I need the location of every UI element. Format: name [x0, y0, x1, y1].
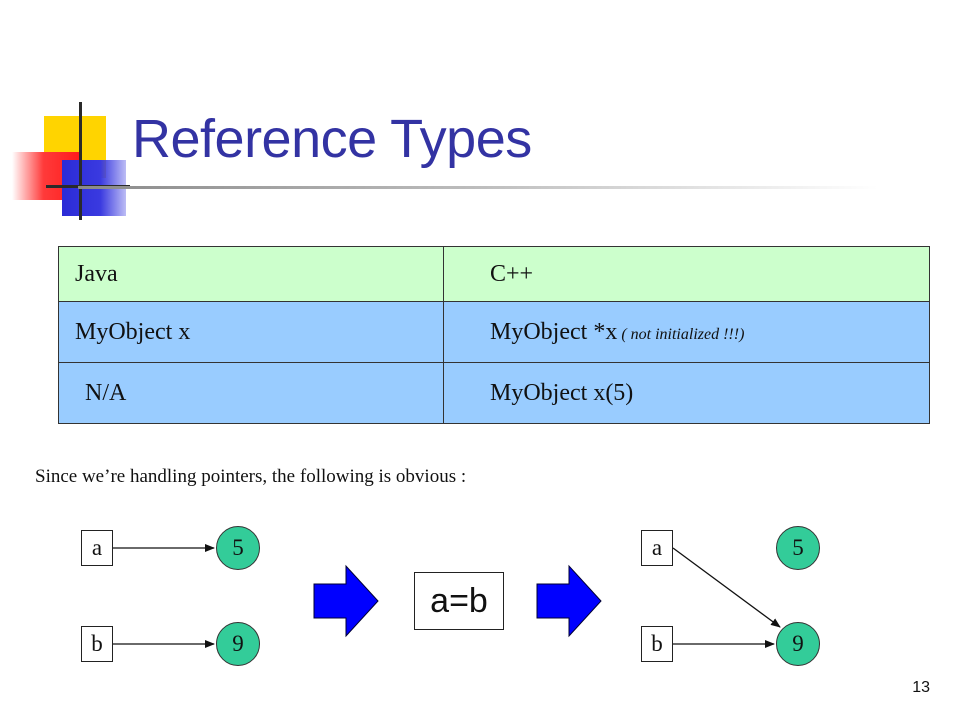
- pointer-arrow-a-after: [672, 547, 781, 628]
- variable-b-after: b: [641, 626, 673, 662]
- table-row: N/A MyObject x(5): [58, 362, 930, 424]
- page-number: 13: [912, 679, 930, 696]
- logo-vertical-line: [79, 102, 82, 220]
- cell-note: ( not initialized !!!): [621, 325, 745, 343]
- table-cell-cpp: C++: [443, 246, 930, 302]
- cell-text: Java: [75, 260, 118, 287]
- value-node-9-before: 9: [216, 622, 260, 666]
- assignment-label: a=b: [414, 572, 504, 630]
- value-node-5-before: 5: [216, 526, 260, 570]
- variable-a-before: a: [81, 530, 113, 566]
- cell-text: N/A: [85, 379, 127, 406]
- table-cell-cpp: MyObject *x( not initialized !!!): [443, 301, 930, 363]
- cell-text: C++: [490, 260, 534, 287]
- variable-a-after: a: [641, 530, 673, 566]
- variable-b-before: b: [81, 626, 113, 662]
- transition-arrow-left: [313, 564, 379, 638]
- comparison-table: Java C++ MyObject x MyObject *x( not ini…: [58, 246, 930, 424]
- table-row: MyObject x MyObject *x( not initialized …: [58, 301, 930, 363]
- cell-text: MyObject x: [75, 318, 191, 345]
- table-row: Java C++: [58, 246, 930, 302]
- slide-logo: [0, 0, 140, 230]
- slide-title: Reference Types: [132, 109, 532, 169]
- diagram-caption: Since we’re handling pointers, the follo…: [35, 466, 467, 487]
- table-cell-java: N/A: [58, 362, 444, 424]
- value-node-5-after: 5: [776, 526, 820, 570]
- table-cell-java: MyObject x: [58, 301, 444, 363]
- transition-arrow-right: [536, 564, 602, 638]
- value-node-9-after: 9: [776, 622, 820, 666]
- cell-text: MyObject *x: [490, 318, 618, 345]
- cell-text: MyObject x(5): [490, 379, 634, 406]
- title-underline: [78, 186, 878, 189]
- table-cell-java: Java: [58, 246, 444, 302]
- table-cell-cpp: MyObject x(5): [443, 362, 930, 424]
